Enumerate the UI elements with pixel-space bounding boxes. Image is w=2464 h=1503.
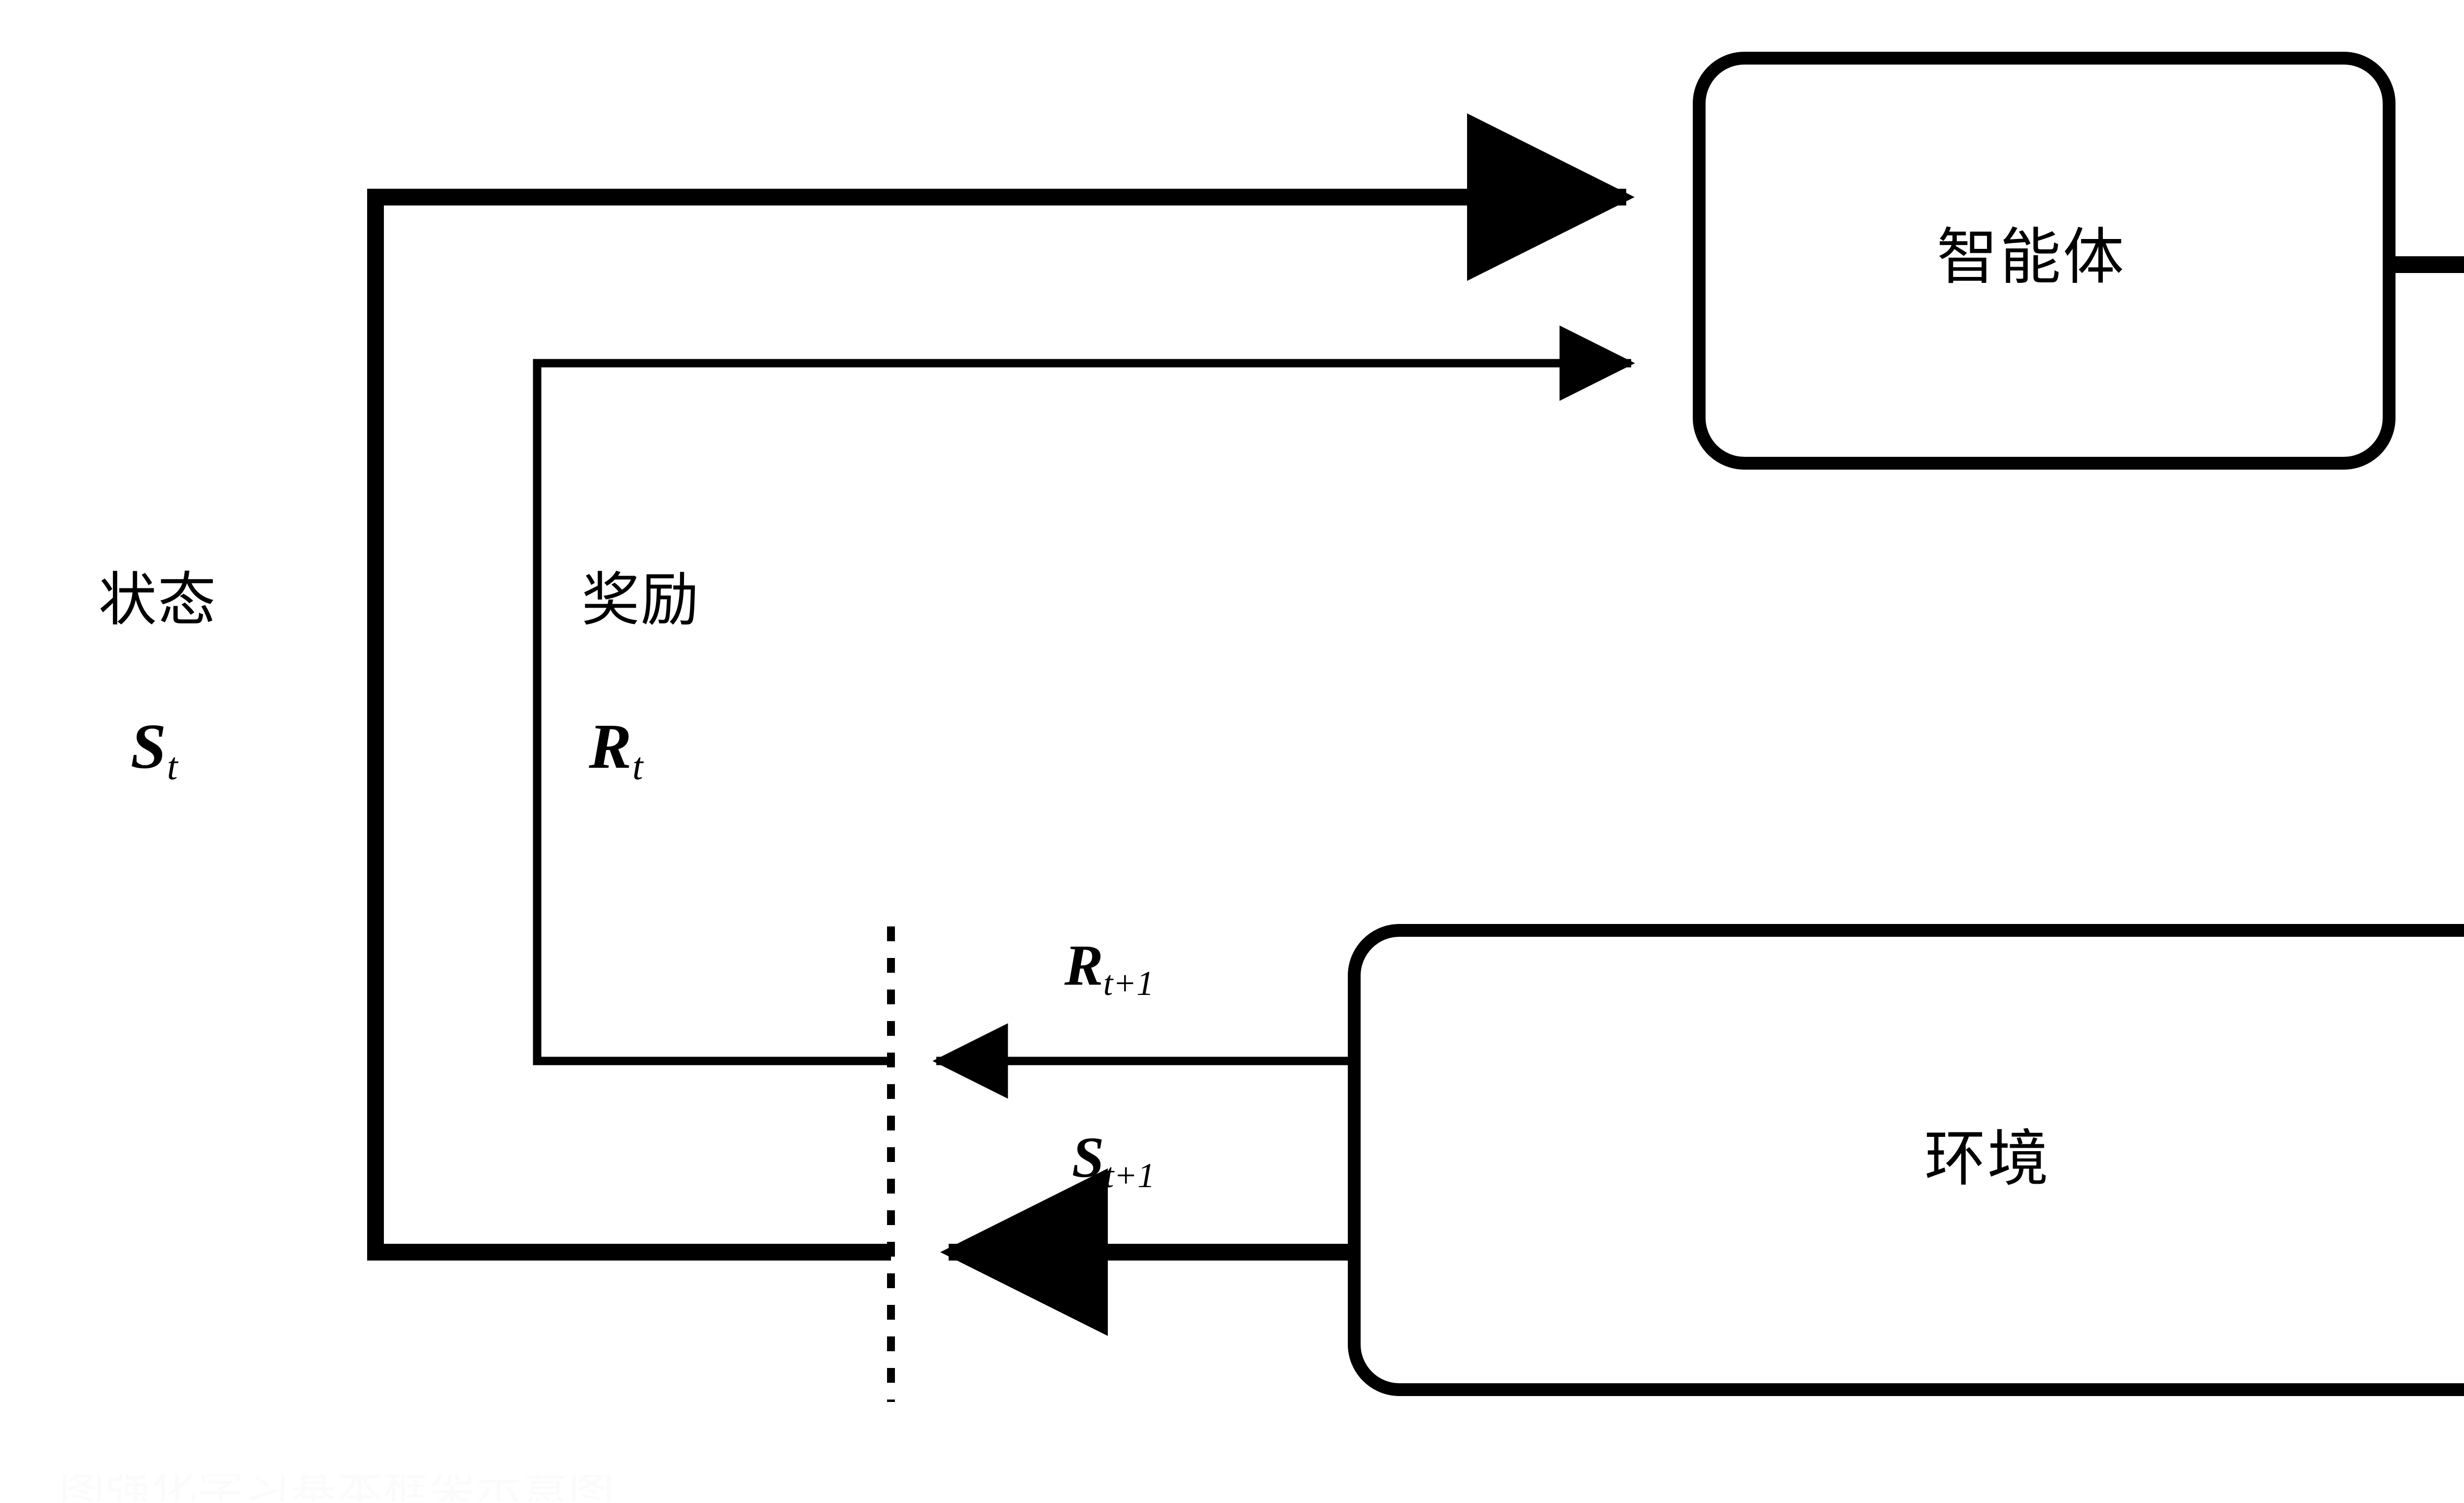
state-symbol-subscript: t <box>167 745 178 788</box>
reward-path <box>533 325 1635 1065</box>
environment-box-label: 环境 <box>1924 1124 2051 1195</box>
state-path <box>367 113 1635 1261</box>
state-next-edge-label: St+1 <box>1072 1125 1155 1194</box>
environment-box[interactable] <box>1348 924 2464 1396</box>
state-next-subscript: t+1 <box>1104 1157 1155 1196</box>
state-symbol-base: S <box>131 711 167 782</box>
figure-caption: 图强化学习基本框架示意图 <box>59 1474 616 1502</box>
reward-next-edge-label: Rt+1 <box>1064 933 1154 1001</box>
state-next-symbol: S <box>1072 1125 1104 1190</box>
reward-label-word: 奖励 <box>582 566 700 634</box>
reward-label-symbol: Rt <box>589 715 643 786</box>
state-label-word: 状态 <box>99 566 217 634</box>
reward-symbol-base: R <box>589 711 632 782</box>
reward-symbol-subscript: t <box>632 745 644 788</box>
reward-next-subscript: t+1 <box>1103 964 1154 1003</box>
agent-box-label: 智能体 <box>1937 222 2126 293</box>
state-label-symbol: St <box>131 715 178 786</box>
reward-next-symbol: R <box>1064 933 1103 997</box>
